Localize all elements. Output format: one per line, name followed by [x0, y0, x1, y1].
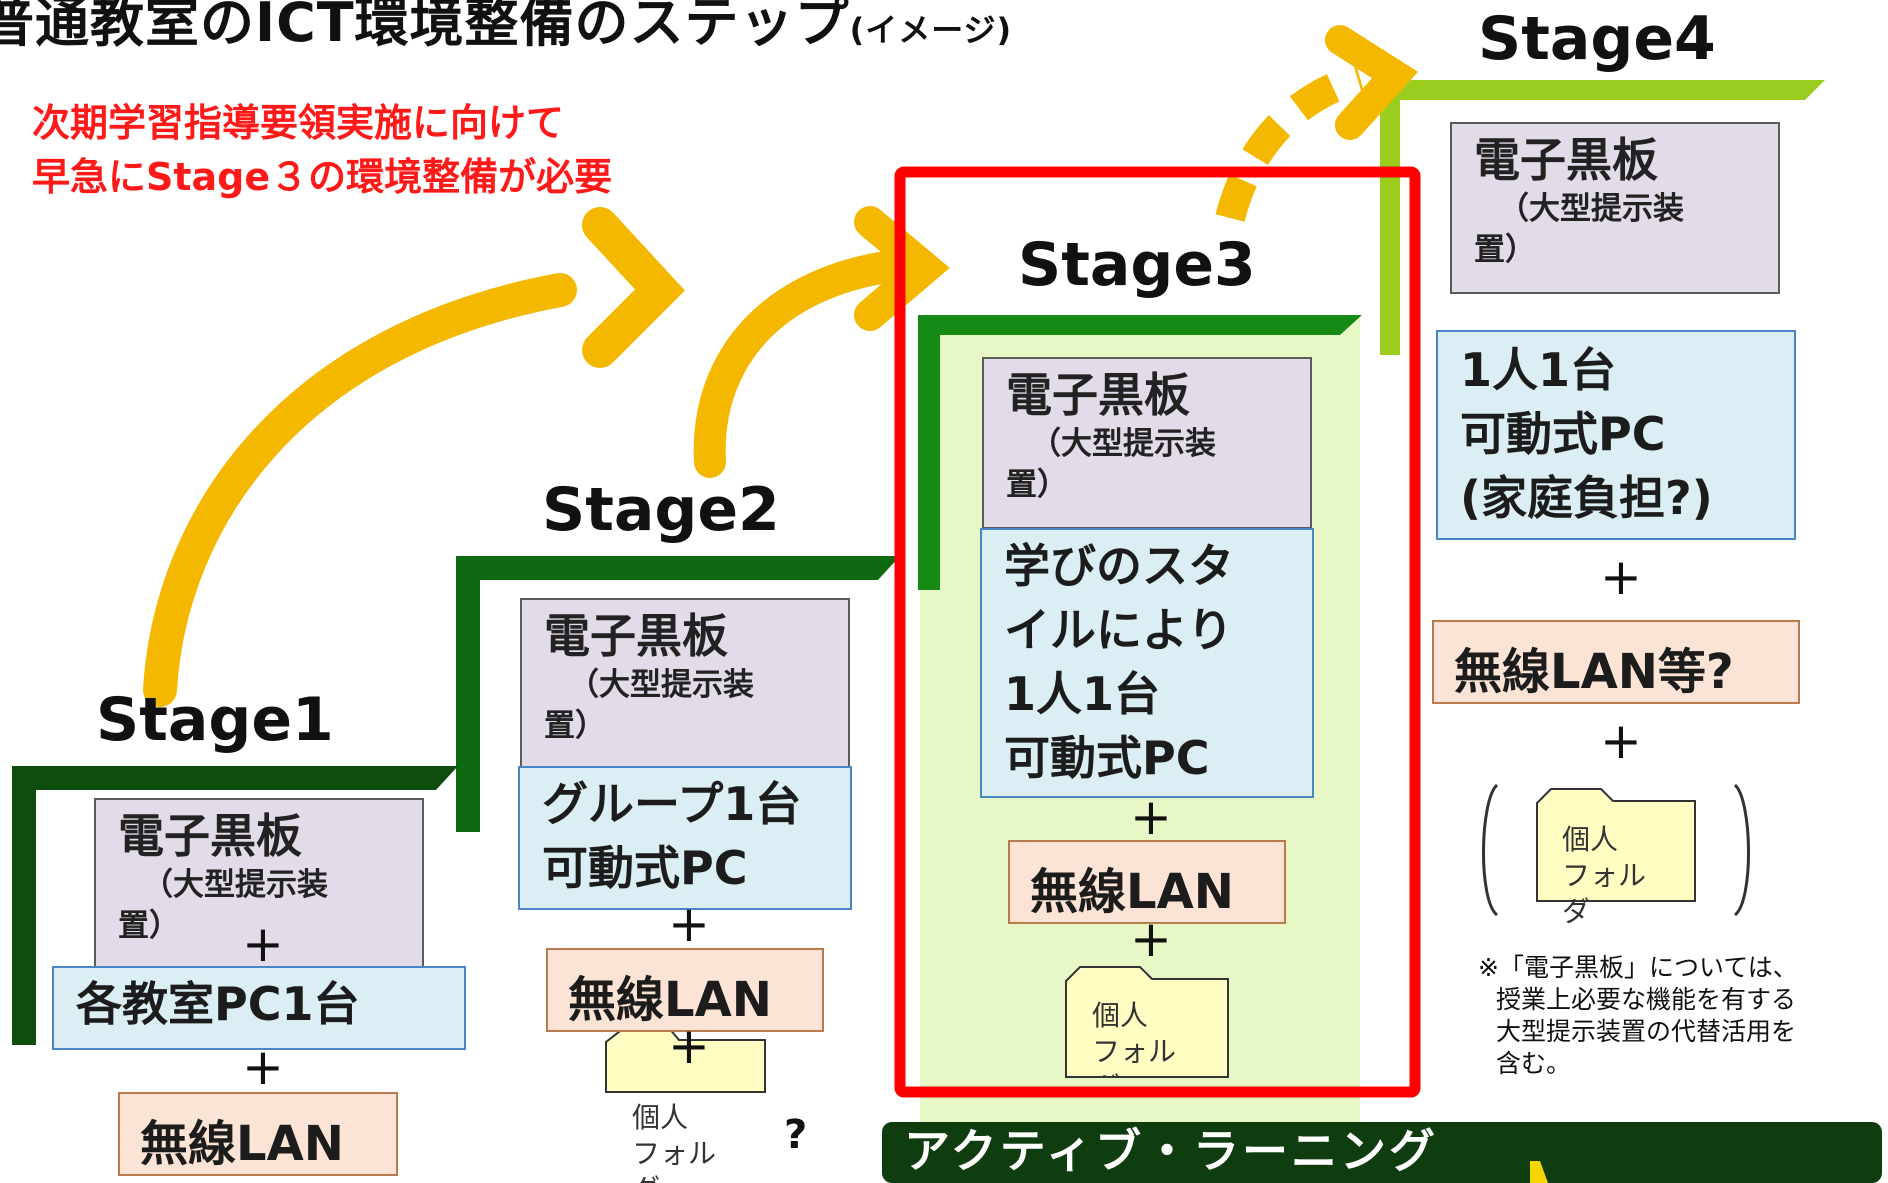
stage4-pc-box: 1人1台 可動式PC (家庭負担?) [1436, 330, 1796, 540]
footnote-line: 大型提示装置の代替活用を [1496, 1017, 1797, 1046]
page-title: 普通教室のICT環境整備のステップ(イメージ) [0, 0, 1012, 57]
arrow-head-1 [582, 207, 685, 368]
bracket-right [1733, 783, 1750, 917]
question-mark: ? [784, 1112, 808, 1158]
pc-text: 1人1台 [1460, 343, 1617, 397]
board-title: 電子黒板 [118, 809, 302, 863]
footnote-line: 授業上必要な機能を有する [1496, 985, 1797, 1014]
pc-text: 可動式PC [1460, 407, 1666, 461]
stage2-pc-box: グループ1台 可動式PC [518, 766, 852, 910]
stage4-label: Stage4 [1478, 4, 1716, 74]
plus-sign: + [1600, 548, 1642, 606]
folder-icon [1536, 788, 1696, 902]
pc-text: 各教室PC1台 [76, 977, 360, 1031]
note-line1: 次期学習指導要領実施に向けて [32, 101, 565, 145]
pc-text: 可動式PC [542, 841, 748, 895]
stage3-highlight-frame [894, 166, 1421, 1098]
stage4-lan-box: 無線LAN等? [1432, 620, 1800, 704]
folder-text: フォル [1562, 859, 1647, 892]
lan-text: 無線LAN [1030, 864, 1234, 920]
board-sub: 置） [544, 708, 606, 744]
stage3-lan-box: 無線LAN [1008, 840, 1286, 924]
board-title: 電子黒板 [1474, 133, 1658, 187]
plus-sign: + [668, 1017, 710, 1075]
folder-text: 個人 [632, 1101, 689, 1134]
bracket-left [1482, 783, 1499, 917]
folder-text: ダ [1562, 895, 1591, 928]
lan-text: 無線LAN [568, 972, 772, 1028]
stage1-pc-box: 各教室PC1台 [52, 966, 466, 1050]
folder-text: ダ [632, 1172, 762, 1183]
stage2-board-box: 電子黒板 （大型提示装 置） [520, 598, 850, 770]
arrow-stage2-to-3 [693, 252, 896, 478]
title-sub: (イメージ) [849, 11, 1013, 49]
stage3-board-box: 電子黒板 （大型提示装 置） [982, 357, 1312, 529]
stage3-folder-label: 個人 フォル ダ [1092, 998, 1222, 1078]
plus-sign: + [1600, 712, 1642, 770]
board-sub: （大型提示装 [142, 867, 328, 903]
folder-icon [605, 1027, 766, 1093]
folder-text: フォル [1092, 1035, 1177, 1068]
lan-text: 無線LAN [140, 1116, 344, 1172]
plus-sign: + [242, 915, 284, 973]
folder-icon [1065, 966, 1229, 1078]
board-sub: （大型提示装 [1498, 191, 1684, 227]
folder-text: 個人 [1092, 999, 1149, 1032]
plus-sign: + [668, 895, 710, 953]
board-sub: （大型提示装 [1030, 426, 1216, 462]
board-sub: （大型提示装 [568, 667, 754, 703]
plus-sign: + [1130, 788, 1172, 846]
stage4-folder-label: 個人 フォル ダ [1562, 822, 1692, 932]
pointer-icon [1530, 1161, 1548, 1183]
stage1-label: Stage1 [96, 685, 334, 755]
arrow-head-2 [854, 206, 950, 331]
folder-text: フォル [632, 1137, 717, 1170]
stage2-label: Stage2 [542, 475, 780, 545]
stage3-label: Stage3 [1018, 230, 1256, 300]
pc-text: グループ1台 [542, 777, 802, 831]
arrow-stage3-to-4 [1215, 63, 1365, 222]
arrow-stage1-to-2 [143, 273, 577, 707]
board-sub: 置） [118, 908, 180, 944]
plus-sign: + [242, 1038, 284, 1096]
board-sub: 置） [1474, 232, 1536, 268]
board-title: 電子黒板 [544, 609, 728, 663]
footnote: ※「電子黒板」については、 授業上必要な機能を有する 大型提示装置の代替活用を … [1478, 952, 1798, 1080]
stage2-lan-box: 無線LAN [546, 948, 824, 1032]
stage3-pc-box: 学びのスタ イルにより 1人1台 可動式PC [980, 528, 1314, 798]
active-learning-banner: アクティブ・ラーニング [904, 1122, 1438, 1183]
pc-text: 1人1台 [1004, 667, 1161, 721]
folder-text: 個人 [1562, 823, 1619, 856]
pc-text: 可動式PC [1004, 731, 1210, 785]
pc-text: 学びのスタ [1004, 539, 1234, 593]
lan-text: 無線LAN等? [1454, 644, 1734, 700]
folder-text: ダ [1092, 1070, 1222, 1078]
stage1-board-box: 電子黒板 （大型提示装 置） [94, 798, 424, 970]
stage2-folder-label: 個人 フォル ダ [632, 1100, 762, 1183]
board-title: 電子黒板 [1006, 368, 1190, 422]
stage1-lan-box: 無線LAN [118, 1092, 398, 1176]
stage4-board-box: 電子黒板 （大型提示装 置） [1450, 122, 1780, 294]
arrow-head-3 [1325, 25, 1419, 140]
footnote-line: 含む。 [1496, 1049, 1572, 1078]
pc-text: イルにより [1004, 603, 1234, 657]
board-sub: 置） [1006, 467, 1068, 503]
pc-text: (家庭負担?) [1460, 471, 1713, 525]
plus-sign: + [1130, 910, 1172, 968]
note-line2: 早急にStage３の環境整備が必要 [32, 155, 613, 199]
footnote-line: ※「電子黒板」については、 [1478, 953, 1798, 982]
title-main: 普通教室のICT環境整備のステップ [0, 0, 850, 54]
